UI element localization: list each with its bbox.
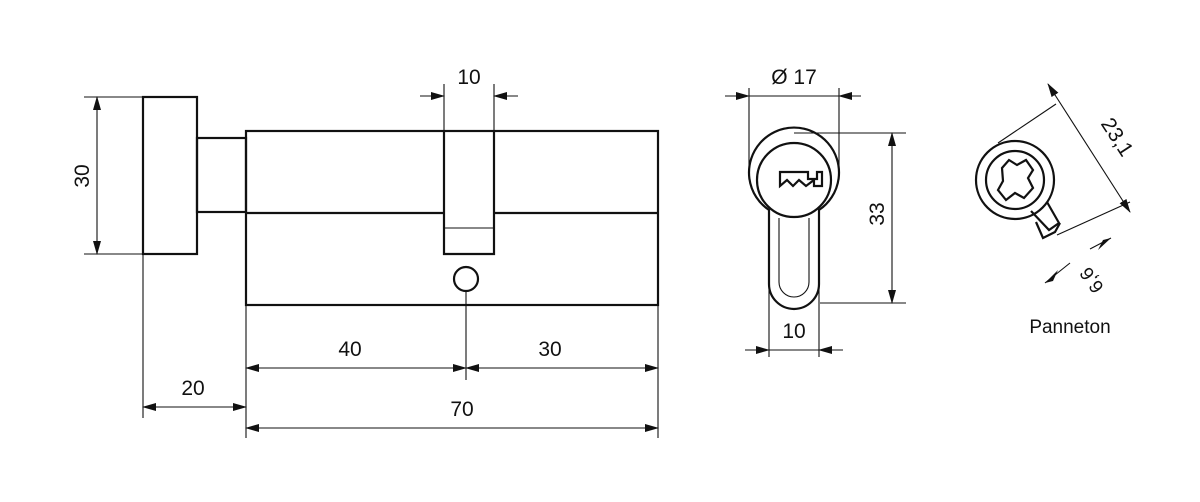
cam-view-label: Panneton <box>1029 317 1110 338</box>
dim-diameter: Ø 17 <box>771 66 817 89</box>
dim-left-length: 40 <box>338 338 361 361</box>
dim-total-length: 70 <box>450 398 473 421</box>
dim-knob-height: 30 <box>71 164 94 187</box>
profile-outline <box>747 126 841 311</box>
extension-line <box>997 103 1057 144</box>
side-view: 30 10 40 30 20 70 <box>71 66 660 438</box>
knob-stem <box>195 136 248 214</box>
cam-slot <box>442 131 496 256</box>
dim-knob-offset: 20 <box>181 377 204 400</box>
dimension-line-cam-length <box>1047 83 1131 213</box>
profile-lower-inner <box>778 218 810 298</box>
dim-cam-width: 10 <box>457 66 480 89</box>
keyway-plug <box>755 141 833 219</box>
dim-right-length: 30 <box>538 338 561 361</box>
dim-profile-width: 10 <box>782 320 805 343</box>
cam-disc-outer <box>974 139 1056 221</box>
fixing-screw-hole <box>452 265 480 293</box>
dim-cam-length: 23,1 <box>1096 114 1138 161</box>
extension-line <box>1056 201 1131 236</box>
cam-tooth-tip <box>1034 221 1061 240</box>
cylinder-body <box>244 129 660 307</box>
cam-tip-arrow-left <box>1045 270 1058 283</box>
keyway-icon <box>778 170 824 189</box>
profile-view: Ø 17 33 10 <box>725 66 906 357</box>
cam-center-recess <box>996 158 1035 202</box>
cam-tip-arrow-right <box>1098 238 1111 250</box>
cam-view: 23,1 6,6 Panneton <box>974 83 1138 338</box>
dim-cam-tip: 6,6 <box>1076 263 1108 297</box>
cam-disc-inner <box>984 149 1046 211</box>
thumb-turn-knob <box>141 95 199 256</box>
dim-profile-height: 33 <box>866 202 889 225</box>
